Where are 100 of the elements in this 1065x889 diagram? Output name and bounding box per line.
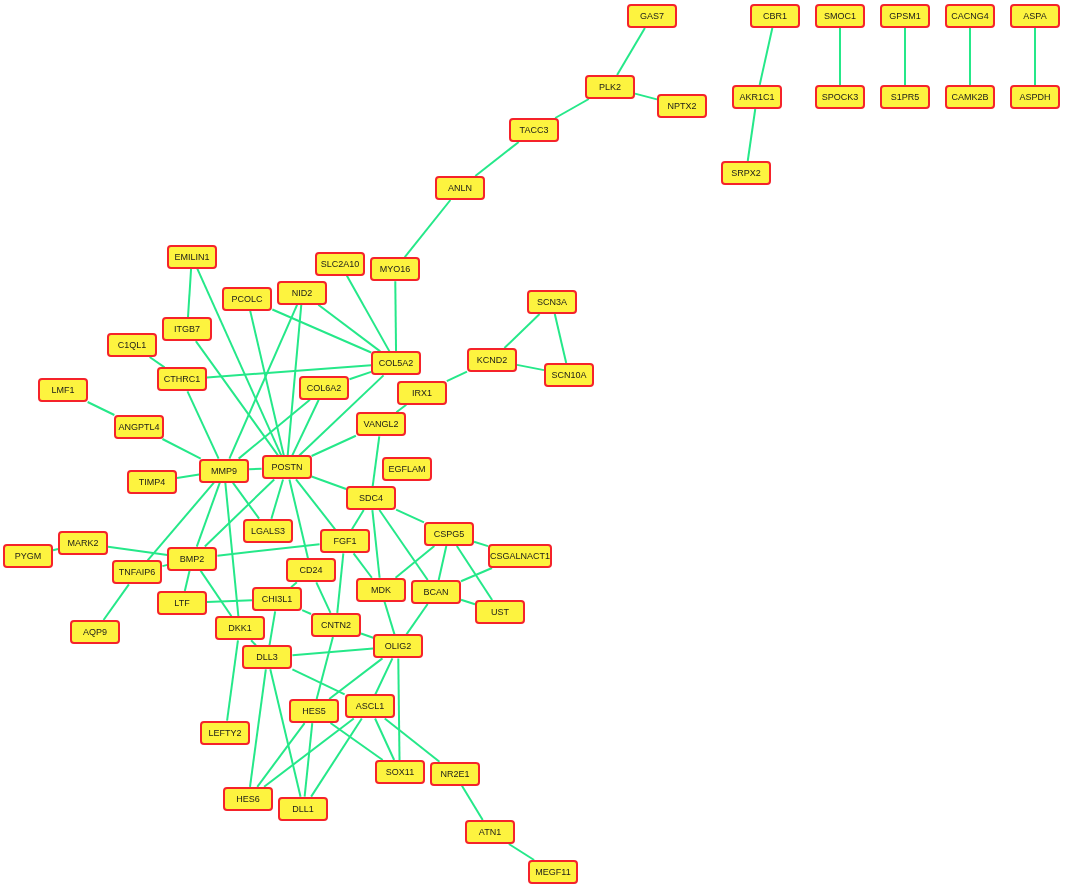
- interaction-line: [290, 581, 298, 589]
- gene-node: NR2E1: [430, 762, 480, 786]
- gene-node: FGF1: [320, 529, 370, 553]
- interaction-line: [437, 545, 448, 581]
- interaction-line: [298, 374, 385, 457]
- gene-node: CTHRC1: [157, 367, 207, 391]
- gene-node: SDC4: [346, 486, 396, 510]
- interaction-line: [329, 722, 384, 761]
- gene-node: SLC2A10: [315, 252, 365, 276]
- gene-node: CSGALNACT1: [488, 544, 552, 568]
- interaction-line: [310, 475, 348, 490]
- interaction-line: [403, 199, 452, 259]
- gene-node: TIMP4: [127, 470, 177, 494]
- gene-node: BCAN: [411, 580, 461, 604]
- gene-node: SRPX2: [721, 161, 771, 185]
- gene-node: SMOC1: [815, 4, 865, 28]
- interaction-line: [378, 509, 429, 581]
- gene-node: DLL3: [242, 645, 292, 669]
- gene-node: CAMK2B: [945, 85, 995, 109]
- gene-node: AKR1C1: [732, 85, 782, 109]
- gene-node: PLK2: [585, 75, 635, 99]
- interaction-line: [286, 303, 303, 457]
- gene-node: AQP9: [70, 620, 120, 644]
- interaction-line: [360, 632, 375, 639]
- interaction-line: [288, 478, 309, 560]
- gene-node: GPSM1: [880, 4, 930, 28]
- gene-node: C1QL1: [107, 333, 157, 357]
- interaction-line: [554, 98, 590, 119]
- interaction-line: [269, 668, 302, 798]
- gene-node: COL6A2: [299, 376, 349, 400]
- gene-node: SPOCK3: [815, 85, 865, 109]
- interaction-line: [231, 481, 261, 520]
- interaction-line: [270, 478, 285, 520]
- interaction-line: [226, 639, 239, 722]
- gene-node: COL5A2: [371, 351, 421, 375]
- interaction-line: [271, 308, 373, 354]
- interaction-line: [317, 303, 382, 353]
- gene-node: CACNG4: [945, 4, 995, 28]
- gene-node: ATN1: [465, 820, 515, 844]
- interaction-line: [301, 609, 313, 616]
- interaction-line: [216, 543, 321, 557]
- interaction-line: [249, 668, 267, 788]
- interaction-line: [161, 563, 169, 568]
- gene-node: KCND2: [467, 348, 517, 372]
- interaction-line: [228, 303, 299, 460]
- interaction-line: [303, 722, 314, 798]
- interaction-line: [758, 27, 774, 86]
- interaction-line: [473, 540, 489, 548]
- interaction-line: [176, 473, 201, 480]
- gene-node: BMP2: [167, 547, 217, 571]
- interaction-line: [237, 398, 311, 460]
- interaction-line: [394, 280, 398, 353]
- gene-node: CHI3L1: [252, 587, 302, 611]
- gene-node: OLIG2: [373, 634, 423, 658]
- interaction-line: [336, 552, 345, 614]
- interaction-line: [291, 668, 346, 696]
- gene-node: LMF1: [38, 378, 88, 402]
- interaction-line: [397, 657, 401, 761]
- interaction-line: [224, 481, 240, 618]
- gene-node: ITGB7: [162, 317, 212, 341]
- interaction-line: [196, 267, 283, 457]
- interaction-line: [263, 717, 355, 788]
- gene-node: ASCL1: [345, 694, 395, 718]
- interaction-line: [969, 27, 971, 86]
- interaction-line: [86, 401, 116, 416]
- interaction-line: [553, 313, 568, 364]
- interaction-line: [507, 843, 536, 861]
- gene-node: EGFLAM: [382, 457, 432, 481]
- interaction-line: [291, 647, 375, 657]
- gene-node: LEFTY2: [200, 721, 250, 745]
- interaction-line: [348, 370, 373, 381]
- interaction-line: [345, 274, 391, 353]
- interaction-line: [291, 398, 320, 457]
- interaction-line: [52, 548, 59, 552]
- interaction-line: [187, 267, 193, 319]
- interaction-line: [194, 340, 279, 457]
- gene-node: LTF: [157, 591, 207, 615]
- interaction-line: [195, 481, 221, 548]
- interaction-line: [248, 467, 263, 471]
- interaction-line: [460, 784, 484, 821]
- gene-node: CD24: [286, 558, 336, 582]
- interaction-line: [374, 717, 396, 761]
- gene-node: LGALS3: [243, 519, 293, 543]
- interaction-line: [616, 27, 646, 76]
- interaction-line: [199, 569, 233, 618]
- gene-node: EMILIN1: [167, 245, 217, 269]
- interaction-line: [839, 27, 841, 86]
- interaction-line: [315, 581, 332, 614]
- gene-node: POSTN: [262, 455, 312, 479]
- interaction-line: [102, 583, 130, 621]
- gene-node: CNTN2: [311, 613, 361, 637]
- gene-node: MDK: [356, 578, 406, 602]
- interaction-line: [107, 545, 169, 557]
- gene-node: NID2: [277, 281, 327, 305]
- interaction-line: [350, 509, 365, 531]
- interaction-line: [146, 481, 215, 562]
- gene-node: SCN3A: [527, 290, 577, 314]
- interaction-line: [445, 370, 468, 383]
- interaction-line: [395, 403, 408, 414]
- gene-node: IRX1: [397, 381, 447, 405]
